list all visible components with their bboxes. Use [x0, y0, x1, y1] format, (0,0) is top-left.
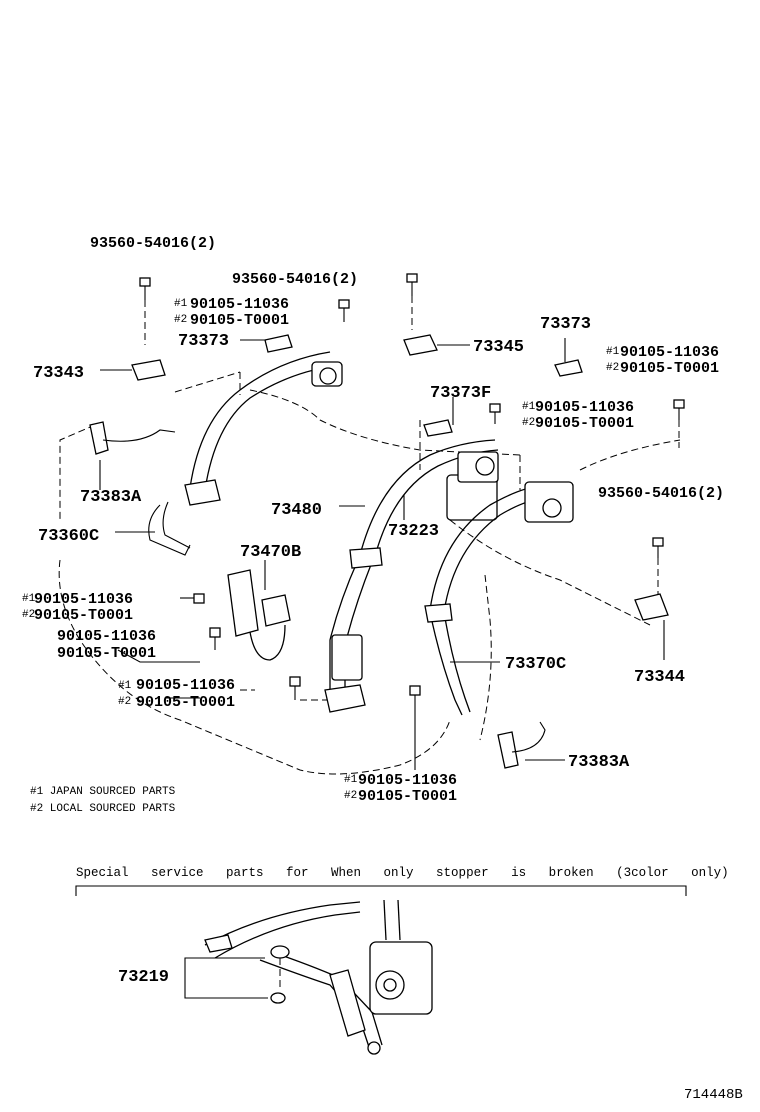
- leader-lines: [99, 296, 680, 770]
- svg-text:#2: #2: [118, 696, 131, 708]
- svg-text:90105-T0001: 90105-T0001: [190, 312, 289, 329]
- washer-icon: [270, 992, 286, 1004]
- svg-text:#2: #2: [174, 314, 187, 326]
- floor-outline: [58, 371, 681, 775]
- bolt-icon: [289, 676, 301, 700]
- part-label-73223: 73223: [388, 522, 439, 541]
- bolt-callout: #1 90105-11036 #2 90105-T0001: [174, 296, 289, 329]
- service-caption: Special service parts for When only stop…: [76, 866, 729, 880]
- bolt-icon: [652, 537, 664, 558]
- svg-text:#2: #2: [344, 790, 357, 802]
- svg-text:#1: #1: [118, 680, 132, 692]
- part-labels: 93560-54016(2) 93560-54016(2) 93560-5401…: [33, 235, 724, 987]
- part-label-73219: 73219: [118, 968, 169, 987]
- part-label-73360c: 73360C: [38, 527, 99, 546]
- note-japan-sourced: #1 JAPAN SOURCED PARTS: [30, 786, 176, 798]
- sensors: [89, 421, 546, 769]
- part-label-93560: 93560-54016(2): [232, 271, 358, 288]
- svg-text:90105-T0001: 90105-T0001: [620, 360, 719, 377]
- svg-text:90105-T0001: 90105-T0001: [535, 415, 634, 432]
- svg-text:#1: #1: [606, 346, 620, 358]
- part-label-73383a: 73383A: [568, 753, 630, 772]
- bolt-icon: [209, 627, 221, 650]
- bolt-callouts: #1 90105-11036 #2 90105-T0001 #1 90105-1…: [22, 296, 719, 805]
- svg-text:#2: #2: [522, 417, 535, 429]
- part-label-73470b: 73470B: [240, 543, 301, 562]
- svg-text:#1: #1: [22, 593, 36, 605]
- bolt-icon: [673, 399, 685, 420]
- svg-text:90105-11036: 90105-11036: [535, 399, 634, 416]
- svg-text:90105-11036: 90105-11036: [190, 296, 289, 313]
- bolt-icon: [409, 685, 421, 708]
- part-label-93560: 93560-54016(2): [598, 485, 724, 502]
- bolt-callout: #1 90105-11036 #2 90105-T0001: [522, 399, 634, 432]
- svg-text:90105-T0001: 90105-T0001: [57, 645, 156, 662]
- bolt-icon: [338, 299, 350, 322]
- part-label-73370c: 73370C: [505, 655, 566, 674]
- part-label-73344: 73344: [634, 668, 685, 687]
- svg-text:#1: #1: [344, 774, 358, 786]
- bolt-icon: [180, 593, 205, 604]
- svg-text:#1: #1: [174, 298, 188, 310]
- part-label-73373: 73373: [540, 315, 591, 334]
- svg-text:90105-11036: 90105-11036: [136, 677, 235, 694]
- svg-text:90105-11036: 90105-11036: [620, 344, 719, 361]
- svg-text:90105-11036: 90105-11036: [57, 628, 156, 645]
- part-label-73343: 73343: [33, 364, 84, 383]
- bolt-callout: #1 90105-11036 #2 90105-T0001: [118, 677, 235, 711]
- note-local-sourced: #2 LOCAL SOURCED PARTS: [30, 803, 176, 815]
- bolt-callout: #1 90105-11036 #2 90105-T0001: [606, 344, 719, 377]
- bolt-icon: [489, 403, 501, 424]
- svg-text:#2: #2: [606, 362, 619, 374]
- part-label-73373f: 73373F: [430, 384, 491, 403]
- svg-text:90105-11036: 90105-11036: [358, 772, 457, 789]
- part-label-93560: 93560-54016(2): [90, 235, 216, 252]
- svg-text:90105-T0001: 90105-T0001: [358, 788, 457, 805]
- source-notes: #1 JAPAN SOURCED PARTS #2 LOCAL SOURCED …: [30, 786, 176, 815]
- bolt-callout: #1 90105-11036 #2 90105-T0001: [344, 772, 457, 805]
- part-label-73373: 73373: [178, 332, 229, 351]
- svg-text:#2: #2: [22, 609, 35, 621]
- rivet-icon: [270, 945, 290, 990]
- svg-text:90105-11036: 90105-11036: [34, 591, 133, 608]
- anchor-plates: [131, 334, 669, 621]
- svg-text:90105-T0001: 90105-T0001: [34, 607, 133, 624]
- bolts: [139, 273, 685, 708]
- part-label-73383a: 73383A: [80, 488, 142, 507]
- svg-text:#1: #1: [522, 401, 536, 413]
- figure-number: 714448B: [684, 1087, 743, 1103]
- bolt-icon: [139, 277, 151, 300]
- service-parts-section: Special service parts for When only stop…: [75, 866, 729, 1055]
- left-belt-assembly: [148, 351, 343, 556]
- bolt-icon: [406, 273, 418, 296]
- svg-text:90105-T0001: 90105-T0001: [136, 694, 235, 711]
- buckle-73470b: [227, 569, 291, 661]
- center-belt-assembly: [324, 439, 499, 713]
- bolt-callout: #1 90105-11036 #2 90105-T0001: [22, 591, 133, 624]
- bolt-callout: 90105-11036 90105-T0001: [57, 628, 156, 662]
- part-label-73480: 73480: [271, 501, 322, 520]
- part-label-73345: 73345: [473, 338, 524, 357]
